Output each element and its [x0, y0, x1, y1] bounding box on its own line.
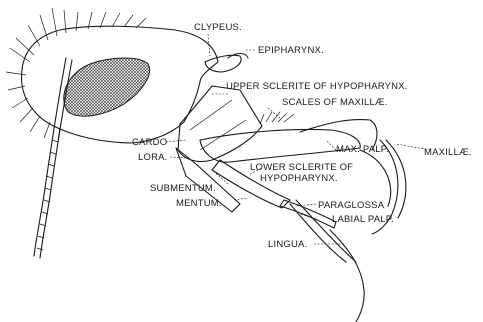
- label-max-palp: MAX. PALP.: [336, 144, 389, 155]
- scales-of-maxillae: [260, 112, 294, 124]
- label-maxillae: MAXILLÆ.: [424, 147, 472, 158]
- label-lora: LORA.: [138, 152, 168, 163]
- label-group: CLYPEUS. EPIPHARYNX. UPPER SCLERITE OF H…: [132, 22, 472, 250]
- label-submentum: SUBMENTUM.: [150, 183, 216, 194]
- label-lower-sclerite-line1: LOWER SCLERITE OF: [250, 162, 353, 173]
- label-mentum: MENTUM.: [176, 198, 222, 209]
- label-upper-sclerite: UPPER SCLERITE OF HYPOPHARYNX.: [226, 81, 408, 92]
- label-epipharynx: EPIPHARYNX.: [258, 45, 324, 56]
- label-cardo: CARDO: [132, 137, 167, 148]
- label-clypeus: CLYPEUS.: [194, 22, 242, 33]
- cardo-lora-block: [178, 86, 262, 162]
- compound-eye: [64, 58, 150, 116]
- label-lower-sclerite-line2: HYPOPHARYNX.: [260, 173, 338, 184]
- clypeus-epipharynx: [205, 54, 248, 73]
- label-paraglossa: PARAGLOSSA: [318, 200, 385, 211]
- label-labial-palp: LABIAL PALP.: [332, 214, 394, 225]
- label-scales-of-maxillae: SCALES OF MAXILLÆ.: [282, 97, 388, 108]
- label-lingua: LINGUA.: [268, 239, 307, 250]
